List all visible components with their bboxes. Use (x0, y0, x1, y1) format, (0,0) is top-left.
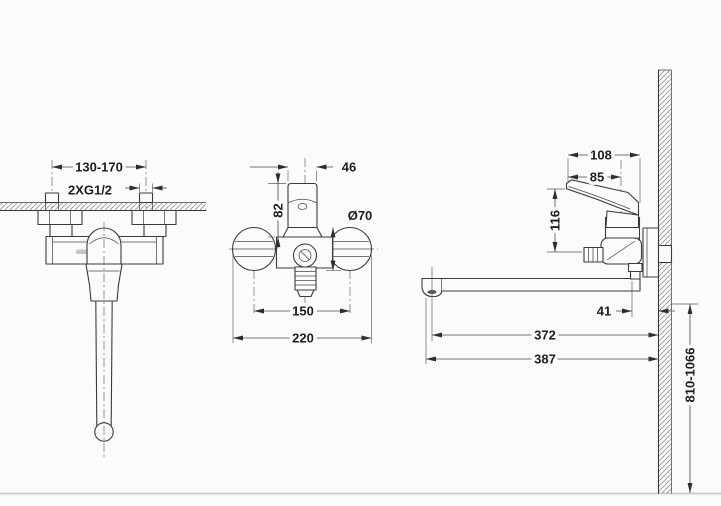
dim-total-reach: 387 (425, 298, 659, 370)
dim-label-116: 116 (548, 210, 563, 231)
dim-escutcheon-diameter: Ø70 (326, 205, 376, 271)
top-view-wall-section (0, 202, 207, 212)
dim-label-810-1066: 810-1066 (683, 348, 698, 403)
dim-handle-depth: 85 (567, 166, 622, 188)
dim-body-height: 116 (544, 188, 582, 253)
dim-handle-height: 82 (267, 172, 289, 249)
dim-installation-height: 810-1066 (672, 303, 701, 494)
dim-label-220: 220 (292, 331, 314, 346)
dim-hole-spacing-top: 130-170 (51, 156, 147, 178)
diverter-front (292, 243, 318, 298)
dim-overall-width: 220 (232, 255, 372, 349)
dim-label-46: 46 (342, 160, 356, 175)
dim-label-d70: Ø70 (348, 208, 373, 223)
dim-handle-width: 46 (250, 156, 360, 181)
brand-mark (76, 249, 88, 254)
dim-spout-axis-to-wall: 41 (593, 281, 675, 322)
dim-label-108: 108 (590, 148, 612, 163)
side-view-wall-section (657, 69, 672, 495)
dim-label-387: 387 (534, 352, 556, 367)
left-union (37, 192, 83, 238)
dim-label-150: 150 (292, 304, 314, 319)
lever-handle-side (565, 179, 640, 229)
side-view: 108 85 116 41 372 (421, 69, 701, 495)
front-view: 46 82 Ø70 150 220 (229, 156, 378, 349)
dim-spout-reach: 372 (431, 267, 659, 346)
dim-total-depth: 108 (567, 144, 641, 166)
dim-label-41: 41 (597, 304, 611, 319)
dim-label-85: 85 (590, 170, 604, 185)
right-escutcheon (327, 226, 373, 272)
dim-thread: 2XG1/2 (64, 179, 167, 201)
spout-side (421, 277, 641, 298)
dim-label-82: 82 (271, 203, 286, 217)
top-view: 130-170 2XG1/2 (0, 156, 207, 457)
dim-hole-spacing-front: 150 (253, 300, 351, 322)
dim-label-372: 372 (534, 328, 556, 343)
left-escutcheon (231, 226, 277, 272)
right-union (131, 192, 177, 238)
dim-label-130-170: 130-170 (75, 160, 123, 175)
dim-label-2xg12: 2XG1/2 (68, 183, 112, 198)
handle-front (282, 182, 323, 238)
